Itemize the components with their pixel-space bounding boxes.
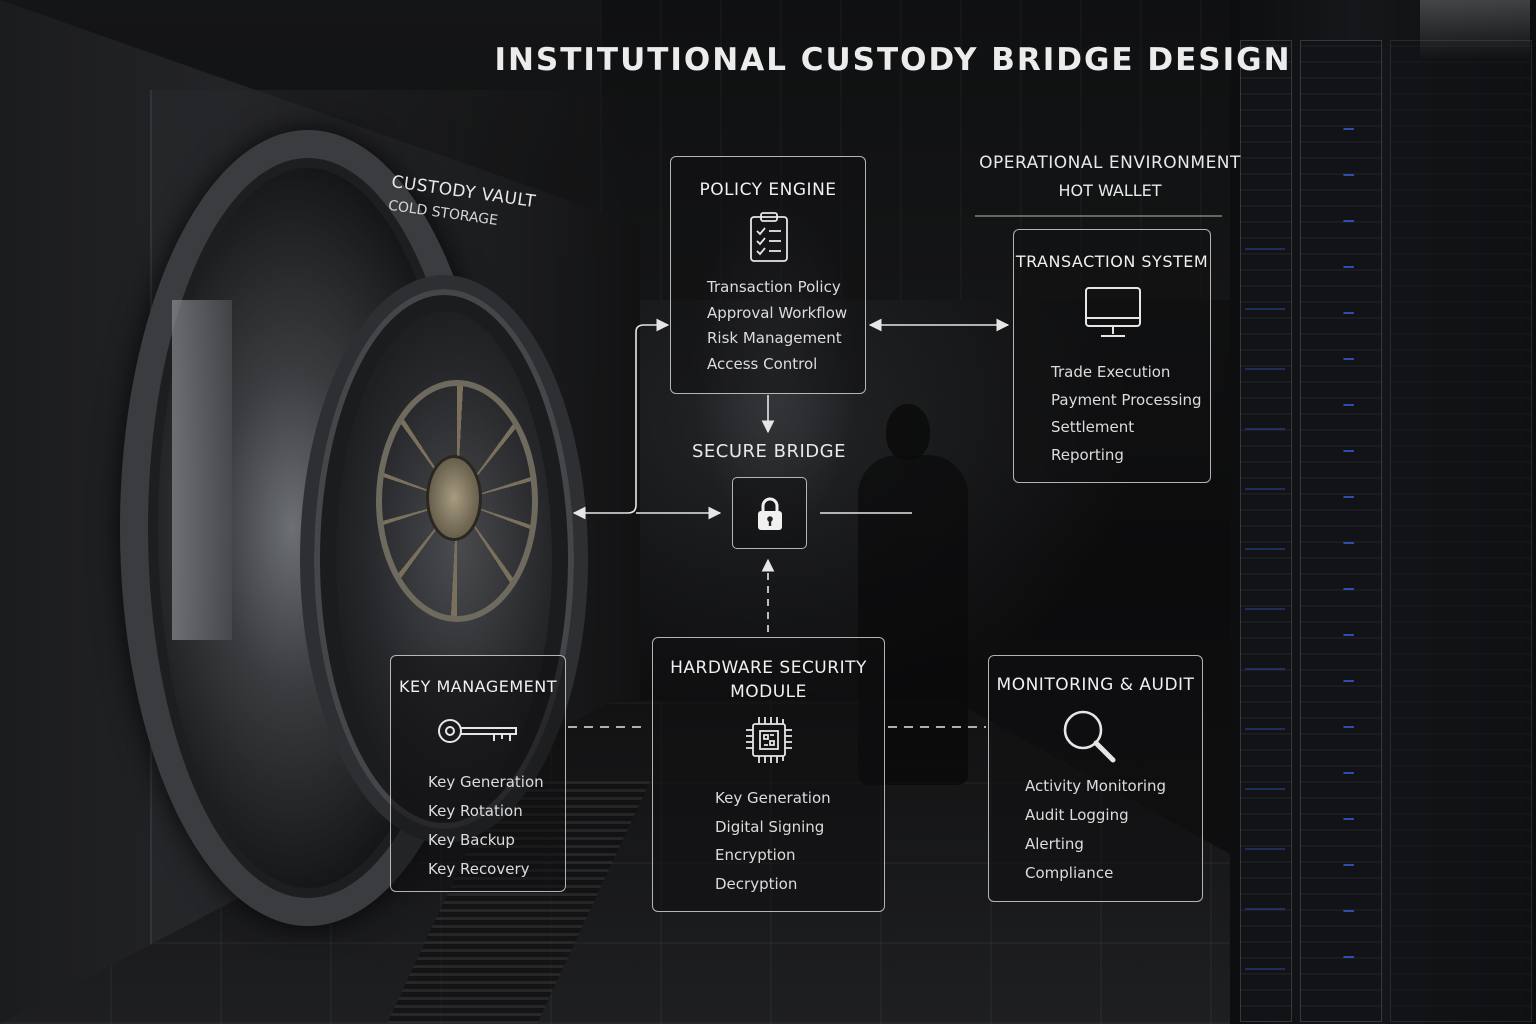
- chip-icon: [746, 717, 792, 763]
- policy-engine-title: POLICY ENGINE: [699, 180, 837, 200]
- hsm-box[interactable]: HARDWARE SECURITY MODULE Key Generation …: [652, 637, 885, 912]
- magnifier-icon: [1063, 710, 1116, 763]
- policy-engine-list: Transaction Policy Approval Workflow Ris…: [707, 275, 847, 377]
- list-item: Reporting: [1051, 445, 1124, 464]
- list-item: Audit Logging: [1025, 806, 1129, 824]
- monitoring-audit-box[interactable]: MONITORING & AUDIT Activity Monitoring A…: [988, 655, 1203, 902]
- transaction-system-box[interactable]: TRANSACTION SYSTEM Trade Execution Payme…: [1013, 229, 1211, 483]
- key-management-list: Key Generation Key Rotation Key Backup K…: [428, 768, 544, 884]
- person-head: [886, 404, 930, 460]
- operational-env-line1: OPERATIONAL ENVIRONMENT: [979, 153, 1241, 173]
- hsm-title-line2: MODULE: [730, 682, 807, 702]
- list-item: Compliance: [1025, 864, 1114, 882]
- vault-hub: [426, 455, 482, 541]
- list-item: Key Rotation: [428, 802, 523, 820]
- list-item: Digital Signing: [715, 817, 825, 836]
- transaction-system-title: TRANSACTION SYSTEM: [1015, 252, 1209, 271]
- list-item: Settlement: [1051, 418, 1135, 436]
- list-item: Key Recovery: [428, 860, 530, 878]
- monitoring-audit-list: Activity Monitoring Audit Logging Alerti…: [1025, 772, 1166, 888]
- key-icon: [438, 719, 517, 743]
- secure-bridge-title: SECURE BRIDGE: [692, 441, 846, 462]
- list-item: Approval Workflow: [707, 303, 848, 322]
- list-item: Key Generation: [715, 789, 831, 807]
- list-item: Risk Management: [707, 329, 842, 347]
- operational-env-line2: HOT WALLET: [1058, 181, 1162, 200]
- transaction-system-list: Trade Execution Payment Processing Settl…: [1051, 359, 1202, 469]
- hsm-title-line1: HARDWARE SECURITY: [670, 658, 867, 678]
- list-item: Alerting: [1025, 835, 1084, 853]
- key-management-box[interactable]: KEY MANAGEMENT Key Generation Key Rotati…: [390, 655, 566, 892]
- key-management-title: KEY MANAGEMENT: [398, 677, 557, 696]
- server-rack: [1240, 40, 1292, 1022]
- list-item: Decryption: [715, 874, 798, 893]
- operational-environment-label: OPERATIONAL ENVIRONMENT HOT WALLET: [975, 153, 1245, 200]
- hsm-title: HARDWARE SECURITY MODULE: [653, 656, 884, 704]
- checklist-icon: [750, 212, 788, 262]
- rack-leds: [1245, 200, 1285, 1000]
- list-item: Payment Processing: [1051, 390, 1202, 409]
- monitor-icon: [1085, 287, 1141, 337]
- policy-engine-box[interactable]: POLICY ENGINE Transaction Policy Approva…: [670, 156, 866, 394]
- list-item: Activity Monitoring: [1025, 777, 1167, 795]
- list-item: Trade Execution: [1051, 363, 1171, 381]
- list-item: Encryption: [715, 846, 796, 864]
- list-item: Key Backup: [428, 831, 515, 849]
- rack-light: [1420, 0, 1530, 60]
- lock-icon: [758, 497, 782, 530]
- monitoring-audit-title: MONITORING & AUDIT: [996, 675, 1195, 695]
- page-title: INSTITUTIONAL CUSTODY BRIDGE DESIGN: [494, 42, 1292, 78]
- secure-bridge-box[interactable]: [732, 477, 807, 549]
- list-item: Key Generation: [428, 773, 544, 791]
- server-rack: [1390, 40, 1532, 1022]
- vault-opening: [172, 300, 232, 640]
- hsm-list: Key Generation Digital Signing Encryptio…: [715, 784, 831, 898]
- vault-bridge-connector: [572, 318, 670, 520]
- list-item: Access Control: [707, 354, 818, 373]
- list-item: Transaction Policy: [707, 278, 841, 296]
- rack-leds: [1305, 120, 1375, 980]
